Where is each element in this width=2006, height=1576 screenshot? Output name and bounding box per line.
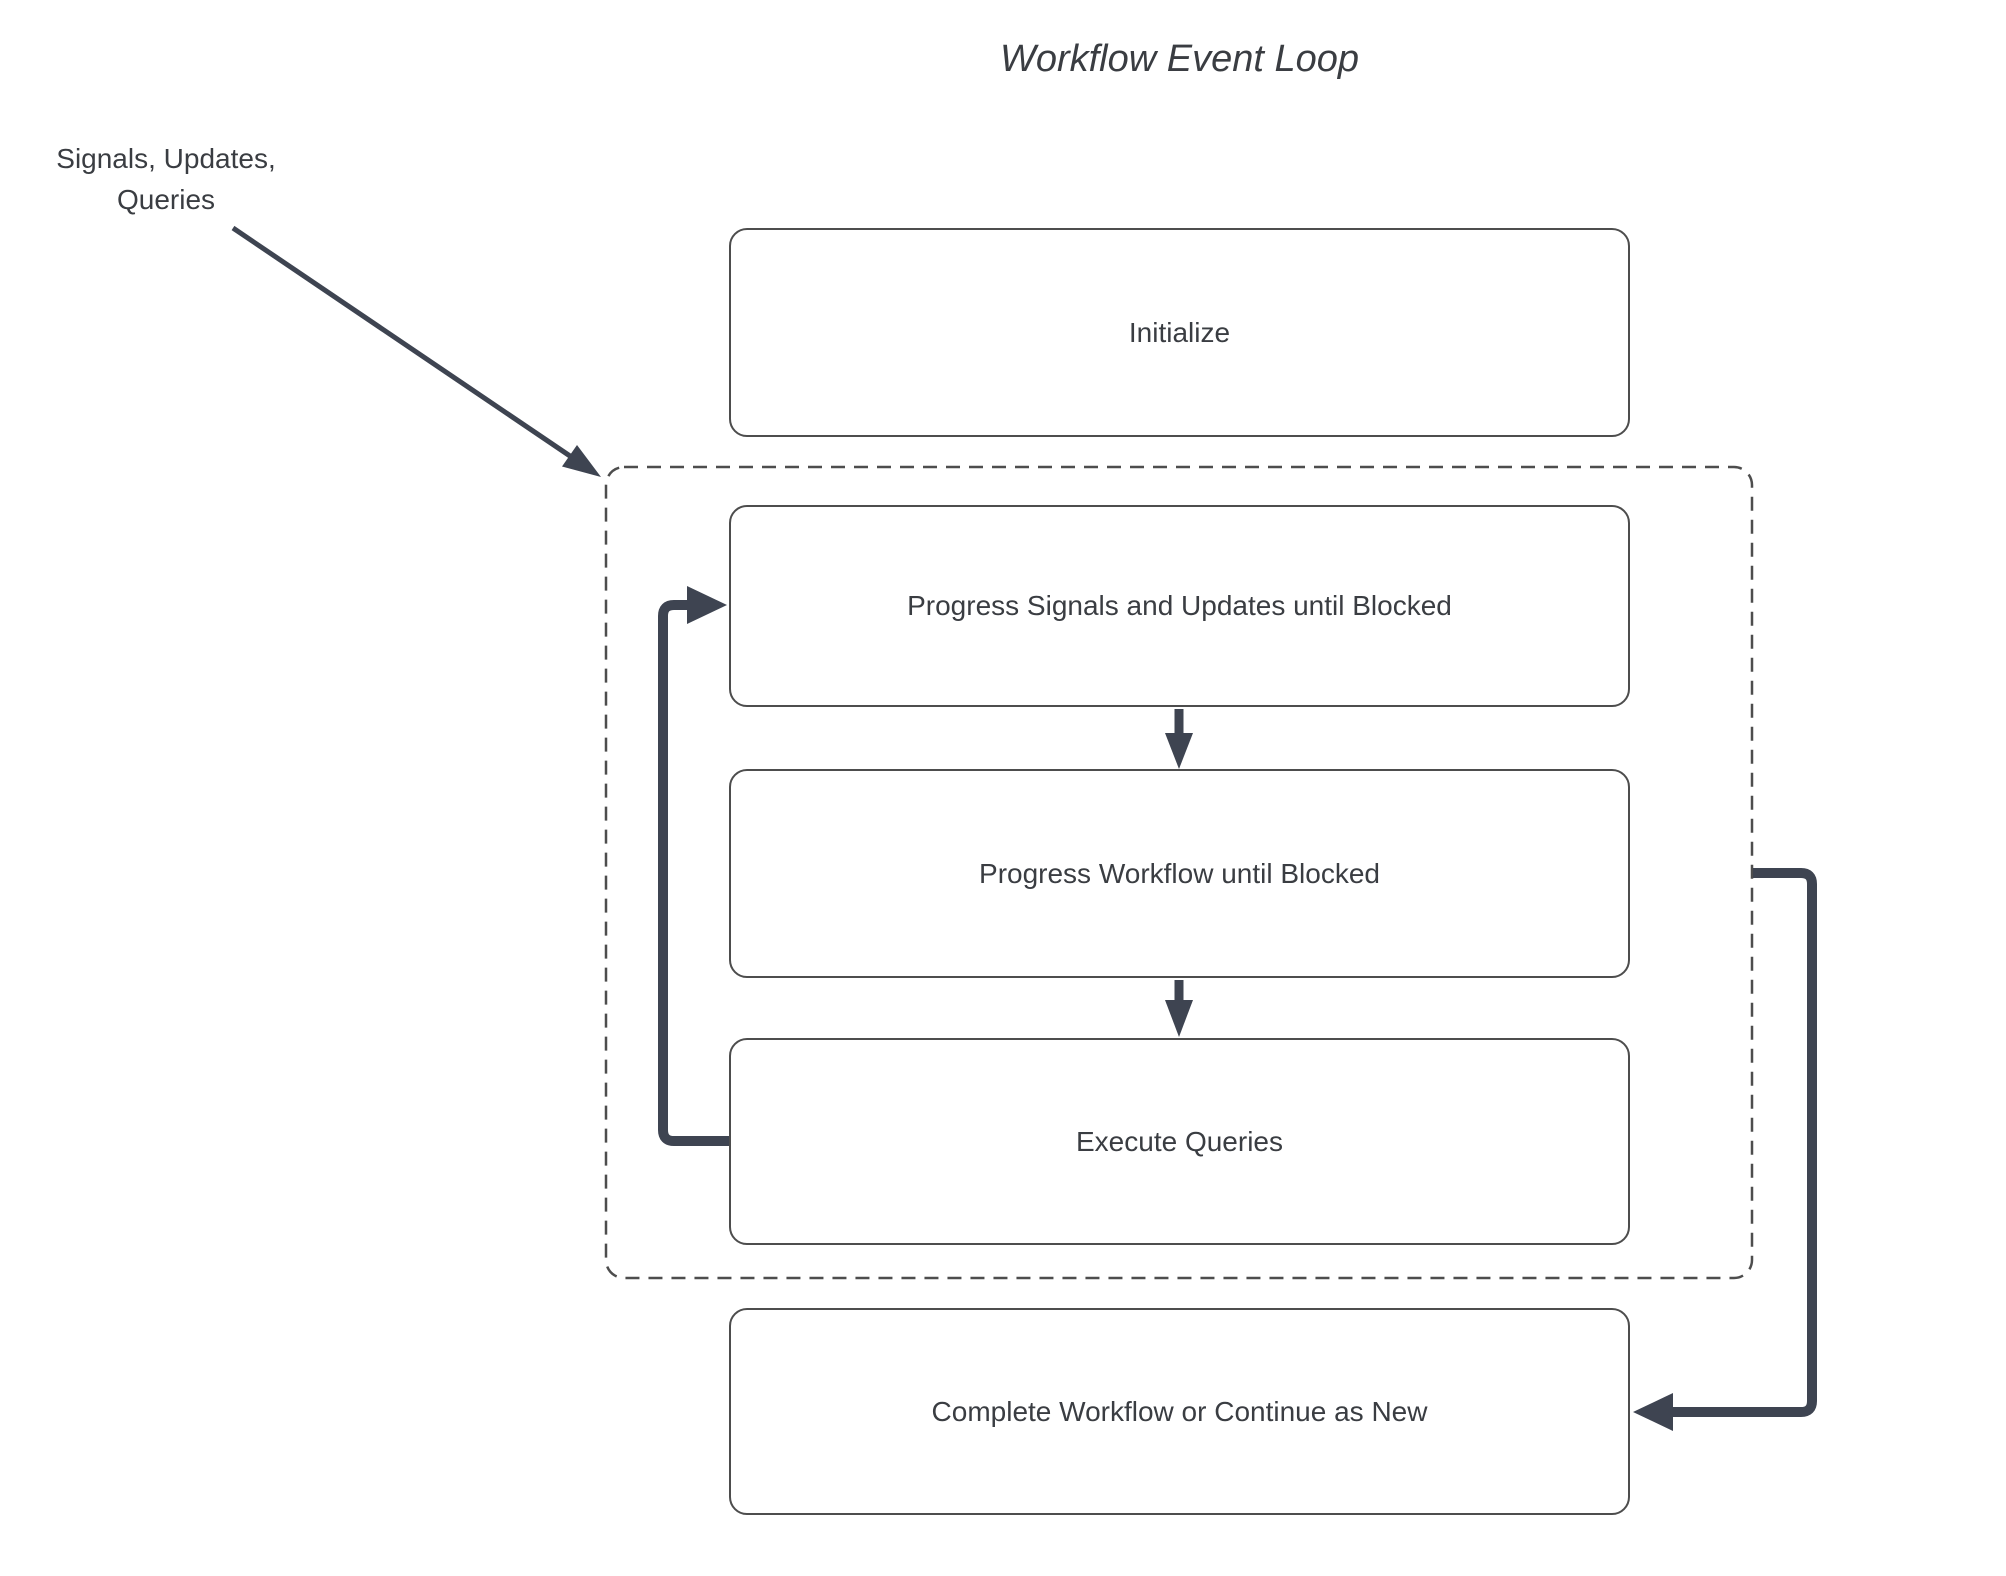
external-events-label-line: Queries xyxy=(116,184,216,215)
node-execute-queries-label: Execute Queries xyxy=(1076,1125,1283,1157)
node-initialize-label: Initialize xyxy=(1128,316,1231,348)
external-events-label: Signals, Updates, Queries xyxy=(20,138,312,220)
node-execute-queries: Execute Queries xyxy=(729,1038,1630,1245)
node-progress-signals-and-updates: Progress Signals and Updates until Block… xyxy=(729,505,1630,707)
signals-input-arrow-icon xyxy=(231,225,601,477)
node-progress-workflow-label: Progress Workflow until Blocked xyxy=(979,857,1380,889)
loop-back-arrow-icon xyxy=(658,586,729,1146)
event-loop-dashed-container xyxy=(604,465,1754,1280)
node-initialize: Initialize xyxy=(729,228,1630,437)
down-arrow-icon xyxy=(1165,709,1193,769)
continue-as-new-arrow-icon xyxy=(1633,868,1817,1431)
node-progress-workflow: Progress Workflow until Blocked xyxy=(729,769,1630,978)
node-complete-workflow-label: Complete Workflow or Continue as New xyxy=(931,1395,1428,1427)
down-arrow-icon xyxy=(1165,980,1193,1037)
external-events-label-line: Signals, Updates, xyxy=(56,143,276,174)
node-progress-signals-label: Progress Signals and Updates until Block… xyxy=(907,590,1452,621)
diagram-title: Workflow Event Loop xyxy=(999,38,1360,80)
node-complete-workflow: Complete Workflow or Continue as New xyxy=(729,1308,1630,1515)
